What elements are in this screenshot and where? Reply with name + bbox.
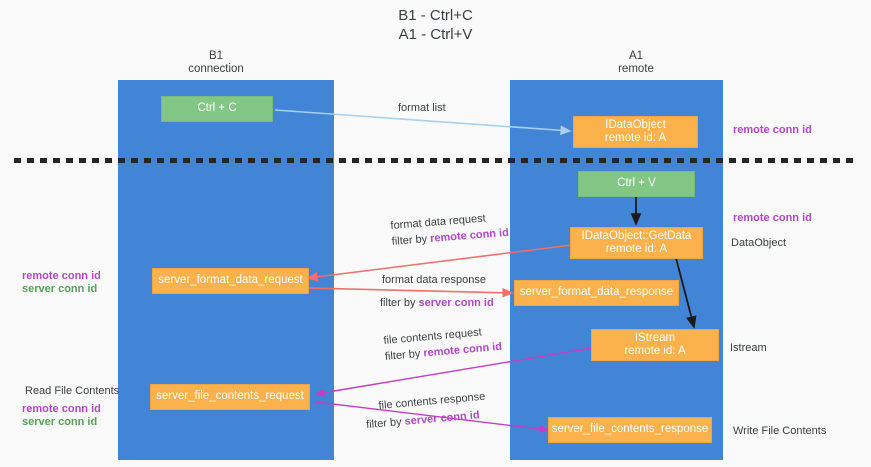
annotation-right-remote-conn-id-1: remote conn id [733, 124, 812, 136]
node-server-file-contents-response[interactable]: server_file_contents_response [548, 417, 712, 443]
annotation-left-server-conn-id-2: server conn id [22, 416, 98, 428]
edge-label-file-contents-response: file contents response filter by server … [366, 389, 494, 431]
filter-prefix: filter by [384, 347, 424, 363]
filter-prefix: filter by [365, 415, 406, 432]
column-header-left: B1 connection [188, 50, 244, 75]
page-title: B1 - Ctrl+C A1 - Ctrl+V [398, 7, 473, 43]
node-istream[interactable]: IStream remote id: A [591, 329, 719, 361]
node-idataobject-getdata[interactable]: IDataObject::GetData remote id: A [570, 227, 703, 259]
section-divider [14, 158, 857, 163]
annotation-left-server-conn-id-1: server conn id [22, 283, 98, 295]
filter-prefix: filter by [391, 232, 431, 248]
edge-label-format-list: format list [398, 102, 446, 114]
conn-id-key: server conn id [418, 297, 494, 309]
node-ctrl-c[interactable]: Ctrl + C [161, 96, 273, 122]
node-server-file-contents-request[interactable]: server_file_contents_request [150, 384, 310, 410]
filter-prefix: filter by [380, 297, 419, 309]
node-idataobject[interactable]: IDataObject remote id: A [573, 116, 698, 148]
annotation-read-file-contents: Read File Contents [25, 385, 120, 397]
annotation-write-file-contents: Write File Contents [733, 425, 827, 437]
node-server-format-data-request[interactable]: server_format_data_request [152, 268, 309, 294]
edge-label-file-contents-request: file contents request filter by remote c… [383, 324, 502, 362]
conn-id-key: remote conn id [429, 226, 510, 245]
column-header-right: A1 remote [618, 50, 654, 75]
node-ctrl-v[interactable]: Ctrl + V [578, 171, 695, 197]
conn-id-key: server conn id [404, 409, 481, 428]
edge-label-format-data-request: format data request filter by remote con… [390, 210, 510, 248]
edge-label-format-data-response: format data response filter by server co… [380, 273, 496, 309]
annotation-left-remote-conn-id-1: remote conn id [22, 270, 101, 282]
node-server-format-data-response[interactable]: server_format_data_response [514, 280, 679, 306]
annotation-right-remote-conn-id-2: remote conn id [733, 212, 812, 224]
annotation-istream: Istream [730, 342, 767, 354]
edge-label-line2: filter by server conn id [380, 296, 494, 310]
annotation-left-remote-conn-id-2: remote conn id [22, 403, 101, 415]
edge-label-line1: format data response [382, 274, 486, 286]
annotation-dataobject: DataObject [731, 237, 787, 249]
